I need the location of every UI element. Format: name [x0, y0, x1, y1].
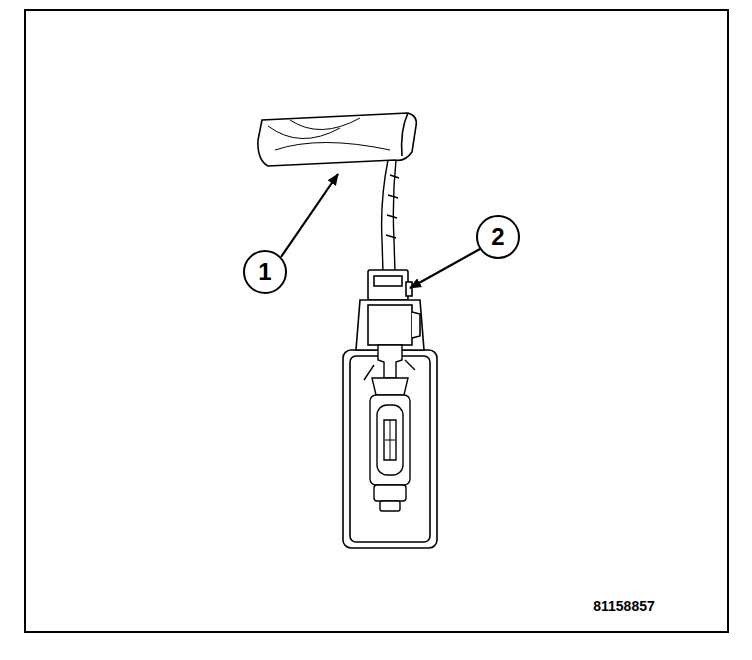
callout-circles	[244, 216, 519, 293]
connector	[368, 270, 412, 300]
lamp-housing	[343, 300, 437, 548]
wires	[382, 160, 399, 272]
figure-number: 81158857	[593, 599, 655, 613]
frame-border	[25, 10, 728, 632]
leader-arrows	[281, 174, 480, 288]
callout-number: 2	[491, 225, 504, 249]
callout-number: 1	[258, 260, 271, 284]
wire-harness-trim	[258, 113, 416, 166]
bulb-socket	[364, 345, 415, 511]
